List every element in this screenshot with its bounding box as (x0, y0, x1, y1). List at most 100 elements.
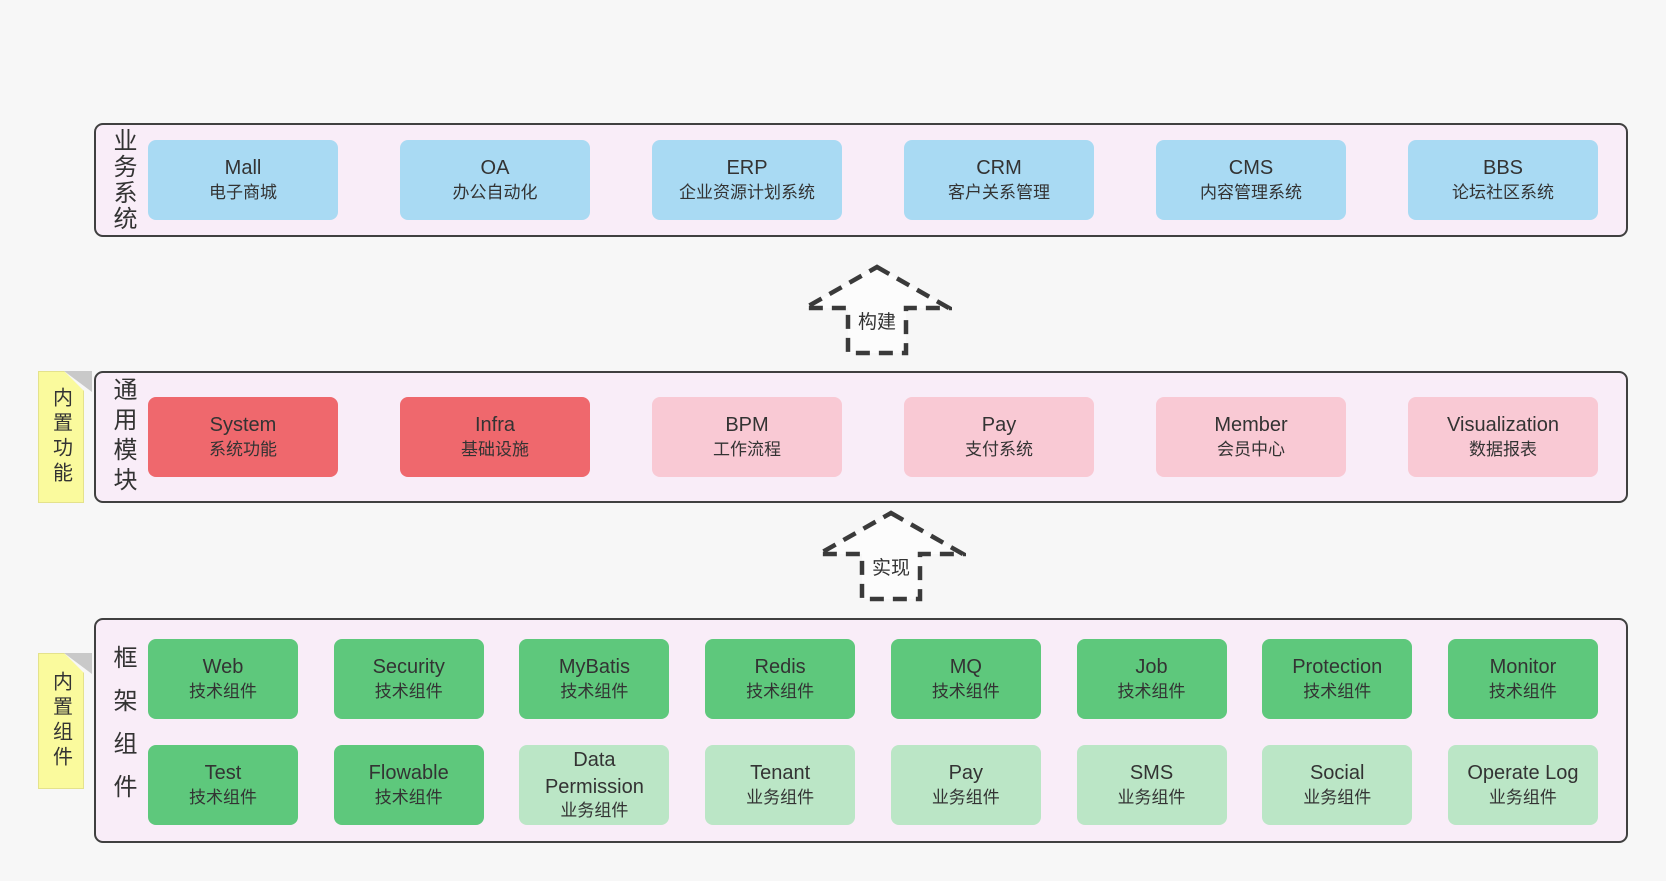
framework-components-band: 框架组件 Web 技术组件 Security 技术组件 MyBatis 技术组件… (94, 618, 1628, 843)
box-title: CMS (1228, 157, 1274, 180)
box-subtitle: 技术组件 (374, 681, 443, 701)
components-rows: Web 技术组件 Security 技术组件 MyBatis 技术组件 Redi… (148, 639, 1598, 825)
box-mq: MQ 技术组件 (890, 639, 1041, 719)
box-infra: Infra 基础设施 (400, 397, 590, 477)
box-pay-biz: Pay 业务组件 (890, 745, 1041, 825)
box-subtitle: 业务组件 (931, 787, 1000, 807)
box-title: Pay (981, 414, 1017, 437)
box-title: Security (372, 656, 445, 679)
box-subtitle: 工作流程 (713, 439, 781, 459)
box-title: Infra (474, 414, 516, 437)
box-title: Web (202, 656, 244, 679)
box-title: MQ (949, 656, 982, 679)
box-visualization: Visualization 数据报表 (1408, 397, 1598, 477)
box-title: Protection (1292, 656, 1383, 679)
common-modules-label: 通用模块 (109, 377, 136, 497)
common-modules-band: 通用模块 System 系统功能 Infra 基础设施 BPM 工作流程 Pay… (94, 371, 1628, 503)
box-subtitle: 技术组件 (189, 787, 257, 807)
box-job: Job 技术组件 (1076, 639, 1227, 719)
box-subtitle: 技术组件 (1117, 681, 1186, 701)
box-title: Social (1309, 762, 1365, 785)
box-title: BBS (1482, 157, 1524, 180)
box-test: Test 技术组件 (148, 745, 298, 825)
arrow-implement-label: 实现 (868, 553, 914, 580)
box-sms: SMS 业务组件 (1076, 745, 1227, 825)
box-subtitle: 业务组件 (1117, 787, 1186, 807)
box-title: Flowable (368, 762, 449, 785)
arrow-build-icon: 构建 (802, 264, 952, 356)
components-row-1: Web 技术组件 Security 技术组件 MyBatis 技术组件 Redi… (148, 639, 1598, 719)
box-subtitle: 企业资源计划系统 (679, 182, 815, 202)
box-subtitle: 论坛社区系统 (1452, 182, 1554, 202)
box-bbs: BBS 论坛社区系统 (1408, 140, 1598, 220)
box-subtitle: 技术组件 (374, 787, 443, 807)
box-title: Visualization (1447, 414, 1559, 437)
arrow-build-label: 构建 (854, 307, 900, 334)
box-title: Tenant (750, 762, 811, 785)
box-subtitle: 数据报表 (1469, 439, 1537, 459)
box-subtitle: 电子商城 (209, 182, 277, 202)
box-pay: Pay 支付系统 (904, 397, 1094, 477)
box-social: Social 业务组件 (1262, 745, 1413, 825)
box-subtitle: 会员中心 (1217, 439, 1285, 459)
box-monitor: Monitor 技术组件 (1447, 639, 1598, 719)
box-subtitle: 业务组件 (1303, 787, 1372, 807)
business-boxes-row: Mall 电子商城 OA 办公自动化 ERP 企业资源计划系统 CRM 客户关系… (148, 140, 1598, 220)
box-oa: OA 办公自动化 (400, 140, 590, 220)
box-title: System (209, 414, 277, 437)
box-security: Security 技术组件 (333, 639, 484, 719)
sticky-note-label: 内置功能 (49, 387, 72, 487)
box-subtitle: 基础设施 (461, 439, 529, 459)
box-system: System 系统功能 (148, 397, 338, 477)
sticky-note-built-in-components: 内置组件 (38, 653, 84, 789)
box-data-permission: Data Permission 业务组件 (519, 745, 670, 825)
framework-components-label: 框架组件 (109, 644, 136, 817)
box-title: MyBatis (558, 656, 630, 679)
box-title: ERP (726, 157, 768, 180)
box-subtitle: 技术组件 (1303, 681, 1372, 701)
sticky-note-built-in-features: 内置功能 (38, 371, 84, 503)
box-web: Web 技术组件 (148, 639, 298, 719)
box-subtitle: 技术组件 (931, 681, 1000, 701)
box-bpm: BPM 工作流程 (652, 397, 842, 477)
box-subtitle: 技术组件 (560, 681, 629, 701)
box-title: Monitor (1489, 656, 1557, 679)
box-subtitle: 业务组件 (1488, 787, 1557, 807)
box-title: SMS (1129, 762, 1174, 785)
box-subtitle: 技术组件 (189, 681, 257, 701)
box-title: Test (204, 762, 242, 785)
box-erp: ERP 企业资源计划系统 (652, 140, 842, 220)
box-tenant: Tenant 业务组件 (705, 745, 856, 825)
box-subtitle: 技术组件 (1488, 681, 1557, 701)
box-title: Data Permission (544, 749, 644, 798)
business-systems-label: 业务系统 (109, 128, 136, 232)
components-row-2: Test 技术组件 Flowable 技术组件 Data Permission … (148, 745, 1598, 825)
box-subtitle: 系统功能 (209, 439, 277, 459)
business-systems-band: 业务系统 Mall 电子商城 OA 办公自动化 ERP 企业资源计划系统 CRM… (94, 123, 1628, 237)
box-member: Member 会员中心 (1156, 397, 1346, 477)
box-subtitle: 支付系统 (965, 439, 1033, 459)
box-protection: Protection 技术组件 (1262, 639, 1413, 719)
box-operate-log: Operate Log 业务组件 (1447, 745, 1598, 825)
box-title: BPM (725, 414, 769, 437)
box-subtitle: 业务组件 (746, 787, 815, 807)
box-title: Member (1214, 414, 1288, 437)
box-subtitle: 技术组件 (746, 681, 815, 701)
arrow-implement-icon: 实现 (816, 510, 966, 602)
box-crm: CRM 客户关系管理 (904, 140, 1094, 220)
box-subtitle: 内容管理系统 (1200, 182, 1302, 202)
modules-boxes-row: System 系统功能 Infra 基础设施 BPM 工作流程 Pay 支付系统… (148, 397, 1598, 477)
box-mall: Mall 电子商城 (148, 140, 338, 220)
box-cms: CMS 内容管理系统 (1156, 140, 1346, 220)
box-subtitle: 业务组件 (560, 800, 629, 820)
box-subtitle: 客户关系管理 (948, 182, 1050, 202)
sticky-note-label: 内置组件 (49, 671, 72, 771)
box-title: Operate Log (1467, 762, 1579, 785)
box-title: Redis (754, 656, 806, 679)
box-title: Pay (948, 762, 984, 785)
box-title: OA (480, 157, 510, 180)
box-title: CRM (976, 157, 1022, 180)
box-flowable: Flowable 技术组件 (333, 745, 484, 825)
box-subtitle: 办公自动化 (452, 182, 538, 202)
